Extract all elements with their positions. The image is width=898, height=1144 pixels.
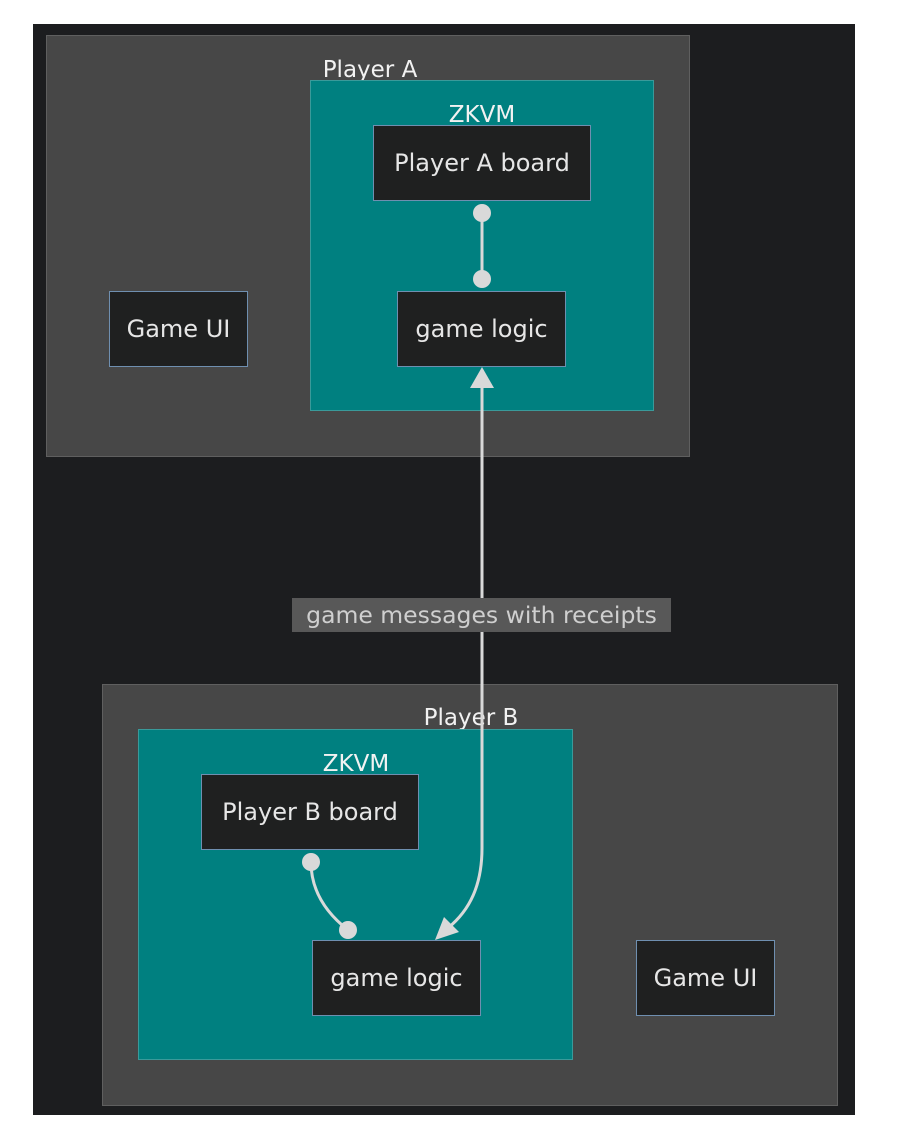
player-b-game-logic-node[interactable]: game logic: [312, 940, 481, 1016]
player-a-zkvm-title: ZKVM: [448, 102, 516, 128]
player-b-title: Player B: [423, 705, 519, 731]
player-b-board-node[interactable]: Player B board: [201, 774, 419, 850]
player-b-zkvm-title: ZKVM: [322, 751, 390, 777]
player-a-game-ui-node[interactable]: Game UI: [109, 291, 248, 367]
player-b-game-ui-node[interactable]: Game UI: [636, 940, 775, 1016]
player-a-board-node[interactable]: Player A board: [373, 125, 591, 201]
player-a-title: Player A: [322, 57, 418, 83]
player-a-game-logic-node[interactable]: game logic: [397, 291, 566, 367]
game-messages-label: game messages with receipts: [292, 598, 671, 632]
